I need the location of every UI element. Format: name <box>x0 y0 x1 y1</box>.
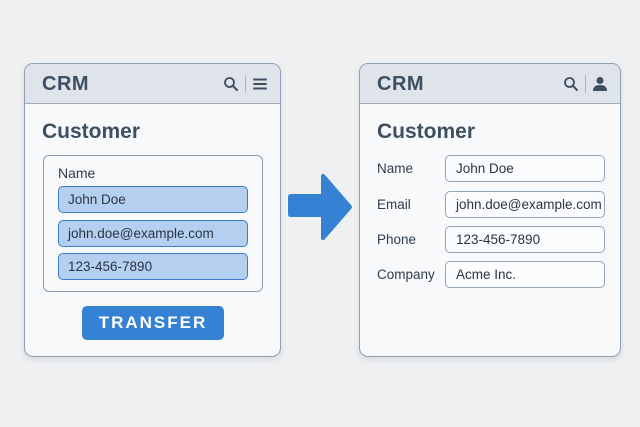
name-input[interactable]: John Doe <box>445 155 605 182</box>
label-email: Email <box>377 197 411 212</box>
panel-header: CRM <box>25 64 280 104</box>
phone-input[interactable]: 123-456-7890 <box>445 226 605 253</box>
form-row-email: Email john.doe@example.com <box>377 191 607 219</box>
user-icon[interactable] <box>592 76 608 92</box>
menu-icon[interactable] <box>252 76 268 92</box>
header-divider <box>585 75 586 93</box>
form-row-company: Company Acme Inc. <box>377 261 607 289</box>
section-title: Customer <box>42 120 141 143</box>
label-company: Company <box>377 267 435 282</box>
form-row-phone: Phone 123-456-7890 <box>377 226 607 254</box>
section-title: Customer <box>377 120 476 143</box>
name-field-filled[interactable]: John Doe <box>58 186 248 213</box>
phone-field-filled[interactable]: 123-456-7890 <box>58 253 248 280</box>
email-input[interactable]: john.doe@example.com <box>445 191 605 218</box>
source-crm-panel: CRM Customer Name John Doe john.doe@exam… <box>24 63 281 357</box>
arrow-right-icon <box>288 172 354 247</box>
target-crm-panel: CRM Customer Name John Doe Email john.do… <box>359 63 621 357</box>
app-title: CRM <box>42 73 90 95</box>
panel-header: CRM <box>360 64 620 104</box>
search-icon[interactable] <box>563 76 579 92</box>
transfer-button[interactable]: TRANSFER <box>82 306 224 340</box>
search-icon[interactable] <box>223 76 239 92</box>
header-divider <box>245 75 246 93</box>
group-label-name: Name <box>58 165 96 181</box>
form-row-name: Name John Doe <box>377 155 607 183</box>
name-group-box: Name John Doe john.doe@example.com 123-4… <box>43 155 263 292</box>
email-field-filled[interactable]: john.doe@example.com <box>58 220 248 247</box>
app-title: CRM <box>377 73 425 95</box>
label-name: Name <box>377 161 414 176</box>
company-input[interactable]: Acme Inc. <box>445 261 605 288</box>
label-phone: Phone <box>377 232 417 247</box>
